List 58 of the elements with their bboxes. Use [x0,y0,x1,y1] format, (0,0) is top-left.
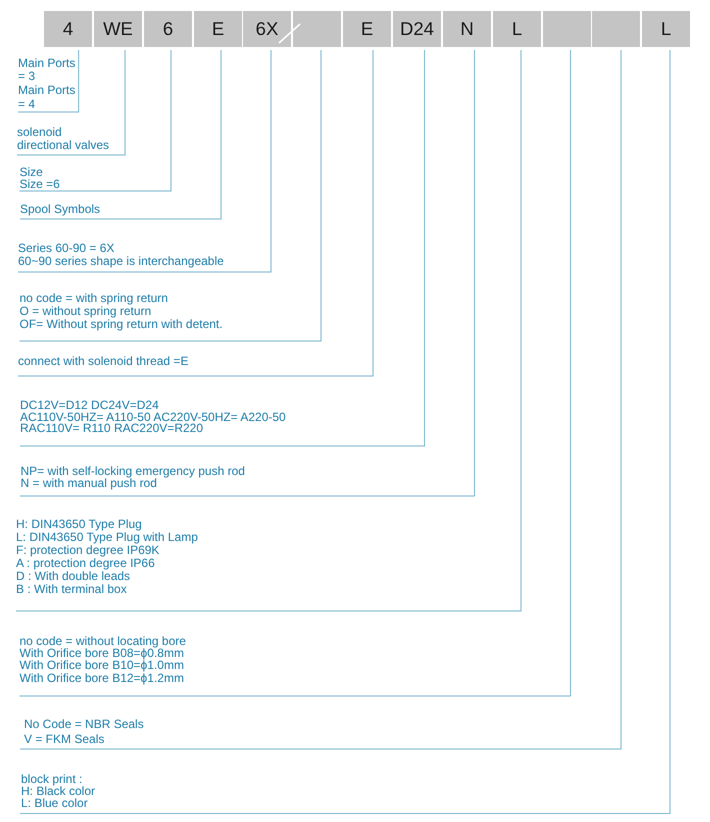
code-cell: 6X [243,11,291,47]
code-description: Size =6 [20,178,60,191]
code-description: Series 60-90 = 6X [18,242,114,254]
code-cell [592,11,640,47]
code-description: Size [20,166,43,178]
leader-line [20,50,670,814]
code-description: No Code = NBR Seals [24,716,144,732]
code-description: H: Black color [21,785,96,797]
leader-line [19,50,172,192]
leader-line [20,50,425,446]
code-description: no code = without locating bore [20,634,186,648]
code-description: With Orifice bore B10=ϕ1.0mm [20,659,184,672]
code-description: DC12V=D12 DC24V=D24 [20,400,159,412]
code-description: O = without spring return [20,305,152,318]
code-description: N = with manual push rod [20,476,157,490]
code-cell: D24 [393,11,441,47]
leader-line [19,50,322,342]
code-description: Main Ports = 3 [18,56,76,84]
code-description: Main Ports = 4 [18,84,76,112]
leader-line [18,50,374,376]
leader-line [16,50,126,156]
code-description: With Orifice bore B08=ϕ0.8mm [20,647,184,660]
code-cell: WE [94,11,142,47]
code-cell: E [194,11,242,47]
leader-line [16,50,522,612]
code-cell: L [493,11,541,47]
code-description: H: DIN43650 Type Plug [16,518,142,531]
leader-line [20,50,475,496]
code-cell: 4 [44,11,92,47]
code-cell: L [642,11,690,47]
code-description: Spool Symbols [20,202,100,216]
code-cell [543,11,591,47]
code-cell: 6 [144,11,192,47]
code-description: NP= with self-locking emergency push rod [20,464,245,477]
code-description: connect with solenoid thread =E [18,355,188,368]
leader-line [20,50,222,220]
code-description: AC110V-50HZ= A110-50 AC220V-50HZ= A220-50 [20,412,286,424]
code-description: 60~90 series shape is interchangeable [18,254,224,268]
code-description: L: DIN43650 Type Plug with Lamp [16,530,198,544]
code-cell: N [443,11,491,47]
code-description: RAC110V= R110 RAC220V=R220 [20,423,203,435]
code-description: With Orifice bore B12=ϕ1.2mm [20,672,184,684]
leader-line [18,50,272,272]
code-description: B : With terminal box [16,583,127,596]
code-description: D : With double leads [16,570,130,584]
code-cell [293,11,341,47]
leader-line [19,50,571,696]
leader-line [18,50,80,112]
code-description: block print : [21,773,82,785]
code-description: L: Blue color [21,797,88,809]
code-description: OF= Without spring return with detent. [20,318,223,331]
code-description: V = FKM Seals [24,732,104,746]
code-description: solenoid directional valves [17,126,110,152]
code-description: F: protection degree IP69K [16,544,160,558]
code-description: no code = with spring return [20,292,168,306]
code-description: A : protection degree IP66 [16,557,155,570]
code-cell: E [343,11,391,47]
leader-line [20,50,622,750]
